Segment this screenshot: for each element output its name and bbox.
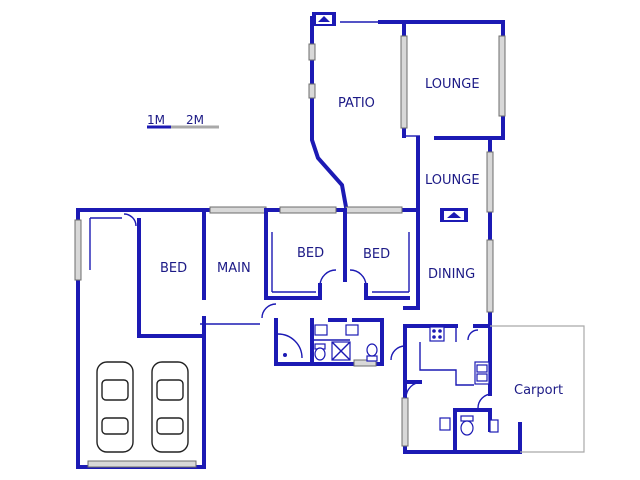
- bedroom-walls: [74, 206, 420, 469]
- room-label-lounge: LOUNGE: [425, 77, 480, 92]
- room-label-bed: BED: [363, 247, 390, 262]
- window: [279, 206, 337, 214]
- window: [209, 206, 267, 214]
- window: [345, 206, 403, 214]
- carport-outline: [490, 325, 585, 453]
- toilet-icon: [460, 415, 474, 436]
- bathroom-walls: [261, 303, 384, 367]
- sink-icon: [474, 361, 490, 385]
- room-label-carport: Carport: [514, 383, 563, 398]
- window: [401, 397, 409, 447]
- window: [486, 239, 494, 313]
- toilet-icon: [366, 343, 378, 362]
- scale-label-1m: 1M: [147, 113, 165, 127]
- basin-icon: [489, 419, 499, 433]
- basin-icon: [439, 417, 451, 431]
- window: [308, 83, 316, 99]
- room-label-bed: BED: [297, 246, 324, 261]
- room-label-dining: DINING: [428, 267, 475, 282]
- garage: [76, 316, 206, 469]
- room-label-bed: BED: [160, 261, 187, 276]
- basin-icon: [345, 324, 359, 336]
- fireplace-icon: [440, 208, 468, 222]
- laundry-walls: [401, 380, 522, 454]
- window: [74, 219, 82, 281]
- toilet-icon: [314, 343, 326, 361]
- basin-icon: [314, 324, 328, 336]
- window: [353, 359, 377, 367]
- window: [486, 151, 494, 213]
- lounge-dining-walls: [403, 136, 494, 327]
- stove-icon: [429, 326, 445, 342]
- scale-bar: 1M 2M: [147, 113, 219, 129]
- car-icon: [96, 361, 134, 453]
- room-label-lounge: LOUNGE: [425, 173, 480, 188]
- garage-door: [87, 460, 197, 468]
- room-label-patio: PATIO: [338, 96, 375, 111]
- window: [308, 43, 316, 61]
- fireplace-icon: [312, 12, 336, 26]
- room-label-main: MAIN: [217, 261, 251, 276]
- shower-icon: [331, 341, 351, 361]
- car-icon: [151, 361, 189, 453]
- window: [498, 35, 506, 117]
- window: [400, 35, 408, 129]
- patio-lounge-walls: [308, 12, 506, 210]
- scale-label-2m: 2M: [186, 113, 204, 127]
